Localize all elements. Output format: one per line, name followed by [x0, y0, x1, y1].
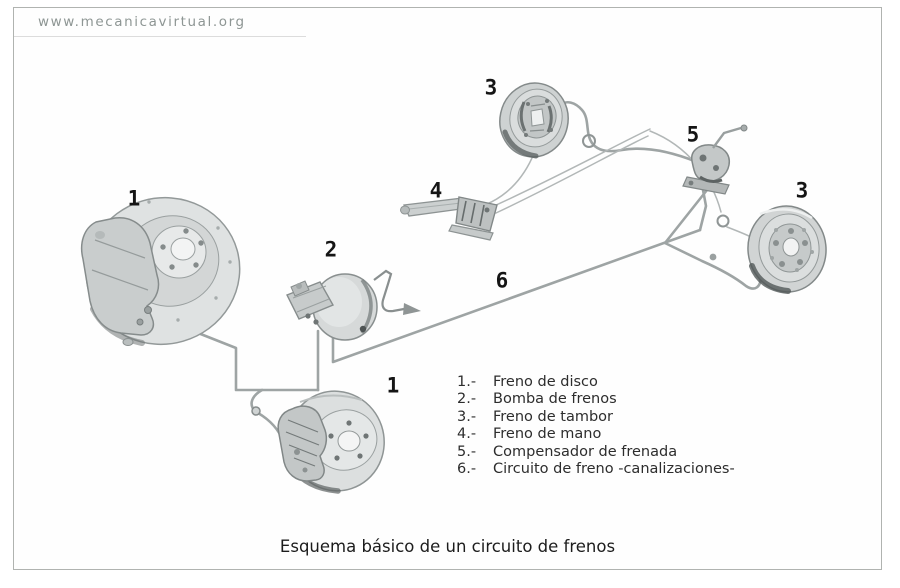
callout-handbrake: 4 — [429, 178, 443, 203]
handbrake-lever — [400, 196, 498, 241]
legend-num: 6.- — [457, 461, 477, 478]
callout-bottom-disc: 1 — [386, 373, 400, 398]
rear-right-drum-brake — [747, 205, 827, 294]
disc-highlight — [299, 394, 363, 403]
port-fitting — [699, 154, 707, 162]
pedal-force-arrow — [403, 303, 421, 315]
watermark-underline — [14, 36, 306, 37]
wheel-studs — [770, 228, 814, 272]
front-bottom-disc-brake — [277, 390, 385, 494]
legend-item-4: 4.- Freno de mano — [457, 426, 735, 443]
legend-num: 2.- — [457, 391, 477, 408]
legend-num: 4.- — [457, 426, 477, 443]
bleed-valve — [136, 318, 144, 326]
brake-caliper — [277, 405, 328, 482]
plate-bolts — [524, 99, 553, 137]
cylinder-detail-lines — [292, 285, 330, 313]
disc-center-hole — [337, 430, 361, 452]
outlet-port — [313, 319, 319, 325]
caliper-detail-lines — [285, 419, 320, 467]
legend-item-6: 6.- Circuito de freno -canalizaciones- — [457, 461, 735, 478]
brake-shoe-right — [546, 105, 553, 133]
rear-top-drum-brake — [499, 82, 569, 159]
outlet-port — [305, 313, 311, 319]
cable-loop-fitting — [716, 214, 730, 228]
legend-item-3: 3.- Freno de tambor — [457, 409, 735, 426]
wheel-bolt-holes — [328, 420, 369, 461]
axle-hole — [782, 237, 800, 257]
callout-front-left-disc: 1 — [127, 186, 141, 211]
main-brake-line-6 — [331, 228, 702, 364]
pivot-pin — [484, 207, 490, 213]
legend-label: Freno de mano — [493, 426, 602, 443]
hose-loop-fitting — [582, 134, 596, 148]
brake-shoe-left — [519, 101, 527, 132]
reservoir-cap — [296, 283, 302, 289]
line-fittings — [251, 102, 730, 416]
caliper-bolt — [302, 467, 308, 473]
caliper-lug — [122, 338, 134, 346]
legend-item-1: 1.- Freno de disco — [457, 374, 735, 391]
legend-num: 1.- — [457, 374, 477, 390]
wheel-bolt-holes — [773, 228, 808, 267]
brake-caliper — [80, 217, 160, 336]
legend-label: Compensador de frenada — [493, 443, 678, 460]
master-cylinder — [286, 269, 421, 341]
legend-label: Bomba de frenos — [493, 391, 617, 408]
caliper-line-fitting — [144, 306, 152, 314]
port-fitting — [713, 165, 719, 171]
watermark-url: www.mecanicavirtual.org — [38, 14, 246, 30]
front-left-disc-brake — [80, 196, 241, 346]
legend-label: Circuito de freno -canalizaciones- — [493, 461, 735, 478]
axle-hole — [530, 108, 545, 127]
callout-right-drum: 3 — [795, 178, 809, 203]
drum-highlight — [759, 208, 813, 220]
ratchet-teeth — [461, 200, 485, 227]
compensator-body — [691, 144, 731, 183]
top-drum-brake-line — [559, 100, 699, 164]
callout-top-drum: 3 — [484, 75, 498, 100]
legend-num: 3.- — [457, 408, 477, 425]
handbrake-cable-right-a — [493, 128, 651, 207]
lever-base — [448, 224, 494, 241]
caliper-bolt — [294, 449, 300, 455]
bracket-foot — [740, 124, 748, 132]
booster-port — [359, 325, 367, 333]
disc-center-hole — [170, 237, 196, 261]
lever-grip-end — [400, 205, 410, 215]
wheel-bolt-holes — [160, 228, 204, 270]
legend-item-5: 5.- Compensador de frenada — [457, 444, 735, 461]
drum-shadow-edge — [749, 263, 791, 294]
caliper-bolt — [95, 231, 105, 239]
compensator-shadow — [699, 175, 723, 183]
legend-item-2: 2.- Bomba de frenos — [457, 391, 735, 408]
mount-bolt — [688, 180, 694, 186]
brake-compensator — [682, 124, 748, 195]
callout-brake-lines: 6 — [495, 268, 509, 293]
drum-shadow-edge — [502, 129, 539, 159]
booster-face — [316, 277, 362, 327]
legend-label: Freno de disco — [493, 374, 598, 390]
hose-fitting — [251, 406, 261, 416]
legend-num: 5.- — [457, 443, 477, 460]
caliper-detail-lines — [91, 239, 149, 291]
zigzag-fitting — [709, 253, 717, 261]
legend-label: Freno de tambor — [493, 408, 613, 425]
return-springs — [529, 103, 546, 132]
legend: 1.- Freno de disco 2.- Bomba de frenos 3… — [457, 374, 735, 478]
compensator-bracket — [712, 126, 742, 149]
pedal-arm — [373, 269, 405, 313]
callout-compensator: 5 — [686, 122, 700, 147]
diagram-caption: Esquema básico de un circuito de frenos — [279, 537, 616, 556]
lever-highlight — [408, 202, 462, 210]
callout-master-cylinder: 2 — [324, 237, 338, 262]
ratchet-mechanism — [455, 196, 498, 232]
handbrake-cable-right-b — [495, 135, 649, 214]
